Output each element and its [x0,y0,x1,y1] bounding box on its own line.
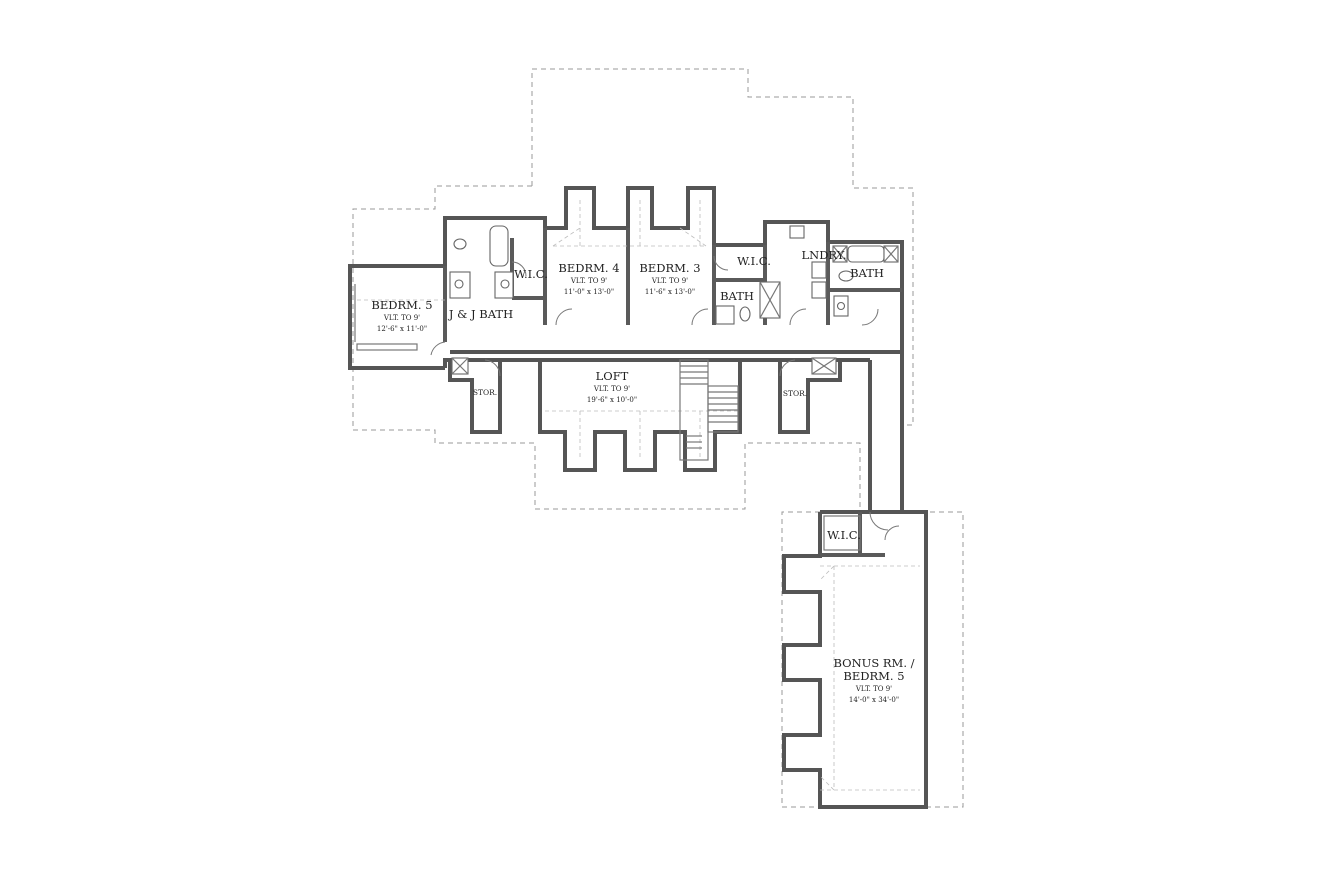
bathroom-fixtures [354,225,899,551]
room-label-bedrm3: BEDRM. 3 VLT. TO 9' 11'-6" x 13'-0" [639,261,700,296]
room-name-line1: BONUS RM. / [834,656,915,670]
room-name: BEDRM. 5 [371,298,432,312]
room-label-bath-2: BATH [850,266,884,280]
room-label-stor-right: STOR. [783,389,807,398]
room-name: BEDRM. 3 [639,261,700,275]
room-label-bedrm5-left: BEDRM. 5 VLT. TO 9' 12'-6" x 11'-0" [371,298,432,333]
room-label-wic-3: W.I.C. [827,528,861,542]
room-label-bath-1: BATH [720,289,754,303]
room-label-wic-1: W.I.C. [514,267,548,281]
room-ceiling: VLT. TO 9' [593,385,630,393]
room-label-loft: LOFT VLT. TO 9' 19'-6" x 10'-0" [587,369,637,404]
room-name: LOFT [596,369,629,383]
room-ceiling: VLT. TO 9' [651,277,688,285]
room-size: 11'-0" x 13'-0" [564,288,614,296]
room-label-wic-2: W.I.C. [737,254,771,268]
room-label-bonus: BONUS RM. / BEDRM. 5 VLT. TO 9' 14'-0" x… [834,656,915,704]
room-ceiling: VLT. TO 9' [383,314,420,322]
room-ceiling: VLT. TO 9' [855,685,892,693]
staircase [679,359,739,461]
interior-walls [430,228,902,557]
exterior-walls [348,186,928,809]
room-name-line2: BEDRM. 5 [843,669,904,683]
room-label-laundry: LNDRY. [802,248,847,262]
room-ceiling: VLT. TO 9' [570,277,607,285]
room-size: 14'-0" x 34'-0" [849,696,899,704]
room-size: 11'-6" x 13'-0" [645,288,695,296]
room-label-jj-bath: J & J BATH [448,307,513,321]
room-size: 19'-6" x 10'-0" [587,396,637,404]
room-name: BEDRM. 4 [558,261,619,275]
room-label-stor-left: STOR. [473,388,497,397]
room-size: 12'-6" x 11'-0" [377,325,427,333]
room-label-bedrm4: BEDRM. 4 VLT. TO 9' 11'-0" x 13'-0" [558,261,619,296]
